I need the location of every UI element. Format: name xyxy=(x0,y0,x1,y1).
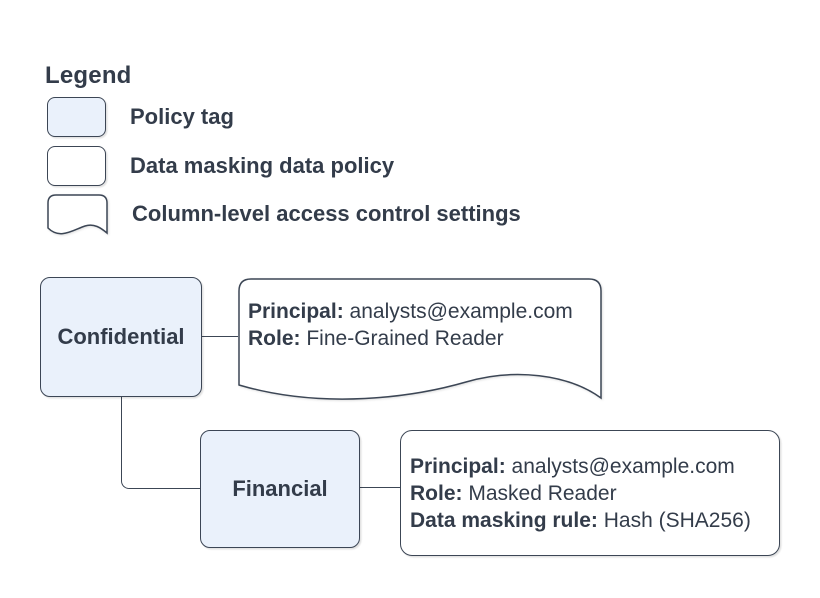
field-value: analysts@example.com xyxy=(349,300,573,323)
connector-confidential-to-financial xyxy=(121,397,200,489)
role-line: Role: Fine-Grained Reader xyxy=(248,325,573,352)
principal-line: Principal: analysts@example.com xyxy=(248,298,573,325)
connector-confidential-to-access-note xyxy=(202,336,238,337)
policy-tag-swatch-icon xyxy=(47,97,106,137)
field-value: Hash (SHA256) xyxy=(603,508,751,532)
role-line: Role: Masked Reader xyxy=(410,480,779,507)
field-label: Principal: xyxy=(410,454,506,478)
masking-rule-line: Data masking rule: Hash (SHA256) xyxy=(410,507,779,534)
data-masking-policy-swatch-icon xyxy=(47,146,106,186)
principal-line: Principal: analysts@example.com xyxy=(410,453,779,480)
data-masking-policy-box: Principal: analysts@example.com Role: Ma… xyxy=(400,430,780,556)
legend-item-policy-tag: Policy tag xyxy=(47,97,234,137)
field-value: Masked Reader xyxy=(468,481,617,505)
policy-tag-label: Confidential xyxy=(57,324,185,349)
legend-item-label: Data masking data policy xyxy=(130,153,395,178)
connector-financial-to-masking-policy xyxy=(360,487,400,488)
access-control-settings-text: Principal: analysts@example.com Role: Fi… xyxy=(248,298,573,352)
access-control-settings-note: Principal: analysts@example.com Role: Fi… xyxy=(238,278,602,409)
field-label: Data masking rule: xyxy=(410,508,598,532)
field-value: analysts@example.com xyxy=(511,454,735,478)
document-shape-swatch-icon xyxy=(47,194,108,235)
policy-tag-node-financial: Financial xyxy=(200,430,360,548)
legend-item-label: Policy tag xyxy=(130,104,234,129)
field-label: Principal: xyxy=(248,300,344,323)
field-label: Role: xyxy=(410,481,463,505)
field-value: Fine-Grained Reader xyxy=(306,327,504,350)
legend-item-data-masking-policy: Data masking data policy xyxy=(47,146,394,186)
legend-item-label: Column-level access control settings xyxy=(132,201,521,226)
policy-tag-node-confidential: Confidential xyxy=(40,277,202,397)
field-label: Role: xyxy=(248,327,301,350)
policy-tag-label: Financial xyxy=(232,476,328,501)
legend-title: Legend xyxy=(45,62,132,89)
document-shape xyxy=(238,278,602,400)
legend-item-column-access-settings: Column-level access control settings xyxy=(47,194,521,240)
